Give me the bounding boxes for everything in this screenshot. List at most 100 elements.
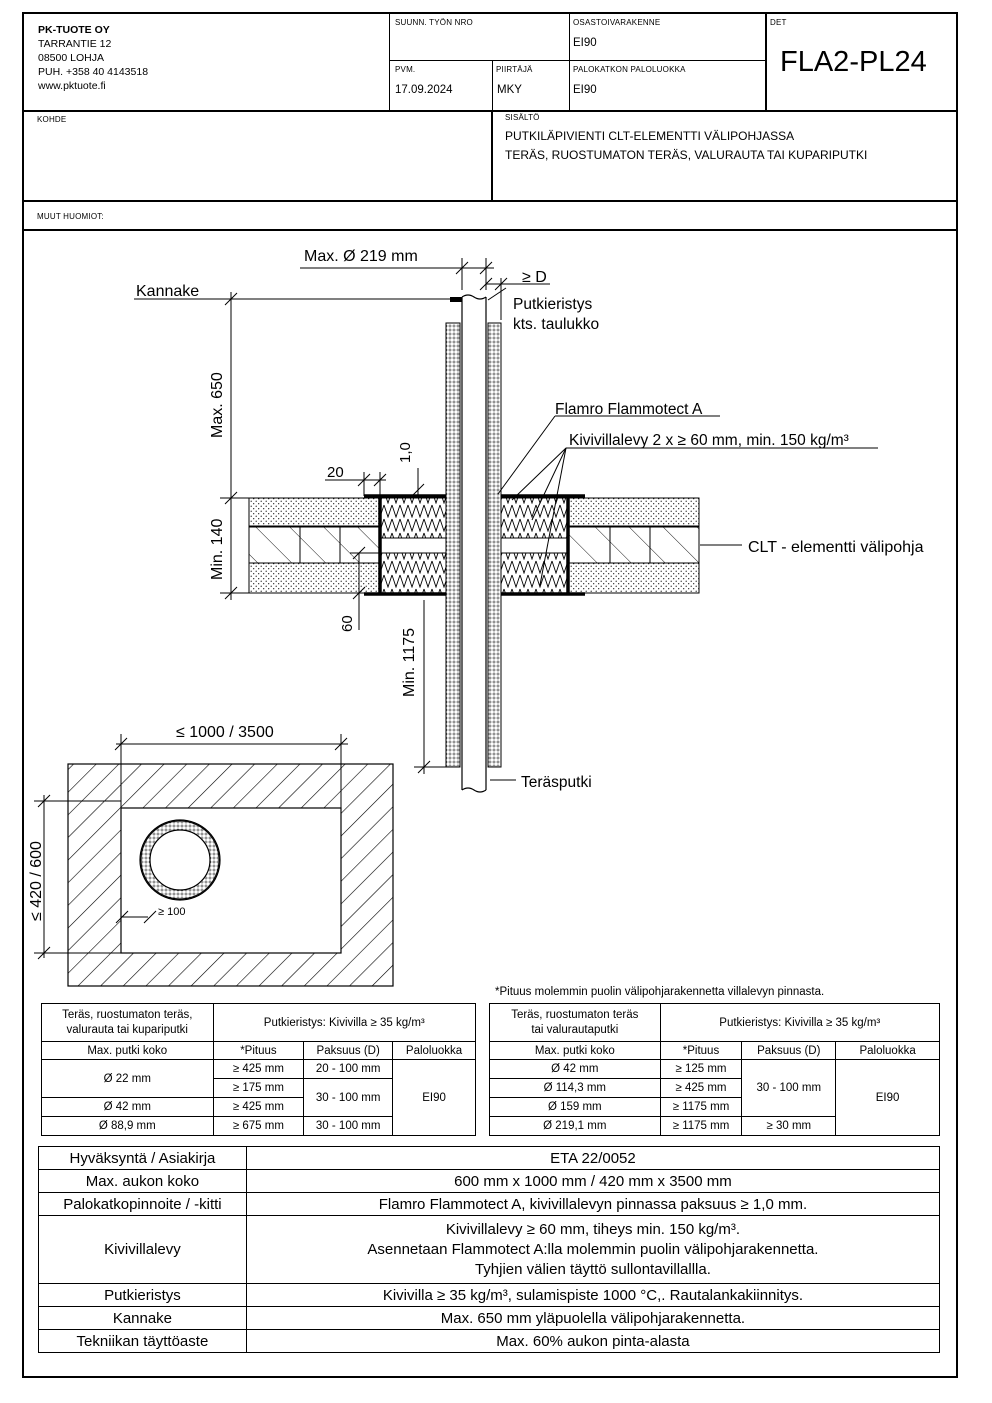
- det-code: FLA2-PL24: [780, 46, 927, 78]
- dim-20-label: 20: [327, 464, 344, 481]
- table-cell: ≥ 125 mm: [659, 1059, 743, 1079]
- col-header: Paksuus (D): [741, 1041, 837, 1060]
- max-650-label: Max. 650: [209, 372, 226, 438]
- table-cell: Ø 22 mm: [41, 1059, 214, 1098]
- mineral-wool-boards: [380, 497, 568, 594]
- spec-value: Max. 650 mm yläpuolella välipohjarakenne…: [245, 1306, 941, 1330]
- hanger-label: Kannake: [136, 283, 199, 300]
- company-address: TARRANTIE 12: [38, 38, 112, 50]
- min-1175-label: Min. 1175: [401, 628, 418, 697]
- spec-table-left: Teräs, ruostumaton teräs, valurauta tai …: [41, 1003, 477, 1136]
- notes-label: MUUT HUOMIOT:: [37, 212, 104, 221]
- steel-pipe-label: Teräsputki: [521, 774, 592, 791]
- col-header: *Pituus: [212, 1041, 305, 1060]
- pipe-insulation: [445, 322, 502, 768]
- spec-label: Putkieristys: [38, 1283, 247, 1307]
- spec-label: Kannake: [38, 1306, 247, 1330]
- header-line: valurauta tai kupariputki: [66, 1023, 188, 1036]
- table-cell: ≥ 425 mm: [212, 1097, 305, 1117]
- spec-label: Tekniikan täyttöaste: [38, 1329, 247, 1353]
- table-cell: ≥ 1175 mm: [659, 1097, 743, 1117]
- table-cell: Ø 114,3 mm: [489, 1078, 661, 1098]
- opening-width-label: ≤ 1000 / 3500: [176, 724, 274, 741]
- drawer-label: PIIRTÄJÄ: [496, 65, 533, 74]
- clt-label: CLT - elementti välipohja: [748, 539, 924, 556]
- company-website: www.pktuote.fi: [38, 80, 106, 92]
- table-header-material: Teräs, ruostumaton teräs tai valurautapu…: [489, 1003, 661, 1042]
- col-header: Max. putki koko: [41, 1041, 214, 1060]
- table-cell: Ø 88,9 mm: [41, 1116, 214, 1136]
- date-label: PVM.: [395, 65, 416, 74]
- opening-plan-view: [67, 763, 394, 987]
- spec-label: Kivivillalevy: [38, 1215, 247, 1284]
- spec-value-line: Kivivillalevy ≥ 60 mm, tiheys min. 150 k…: [445, 1220, 740, 1238]
- spec-value: Max. 60% aukon pinta-alasta: [245, 1329, 941, 1353]
- min-140-label: Min. 140: [209, 519, 226, 580]
- dim-60-label: 60: [339, 615, 356, 632]
- company-block: PK-TUOTE OY TARRANTIE 12 08500 LOHJA PUH…: [38, 23, 148, 93]
- divider: [24, 200, 956, 202]
- divider: [389, 14, 390, 110]
- header-line: Teräs, ruostumaton teräs: [511, 1008, 639, 1021]
- divider: [492, 60, 493, 110]
- table-cell: Ø 219,1 mm: [489, 1116, 661, 1136]
- work-number-label: SUUNN. TYÖN NRO: [395, 18, 473, 27]
- table-header-insulation: Putkieristys: Kivivilla ≥ 35 kg/m³: [659, 1003, 941, 1042]
- table-cell: Ø 42 mm: [41, 1097, 214, 1117]
- department-value: EI90: [573, 37, 597, 49]
- department-label: OSASTOIVARAKENNE: [573, 18, 661, 27]
- product-spec-table: Hyväksyntä / Asiakirja ETA 22/0052 Max. …: [38, 1146, 941, 1353]
- table-header-material: Teräs, ruostumaton teräs, valurauta tai …: [41, 1003, 214, 1042]
- pipe-insulation-label: Putkieristys: [513, 296, 592, 313]
- col-header: *Pituus: [659, 1041, 743, 1060]
- spec-table-right: Teräs, ruostumaton teräs tai valurautapu…: [489, 1003, 941, 1136]
- spec-value: Kivivillalevy ≥ 60 mm, tiheys min. 150 k…: [245, 1215, 941, 1284]
- dimension-lines: [220, 258, 878, 781]
- divider: [491, 110, 493, 200]
- opening-height-label: ≤ 420 / 600: [28, 841, 45, 921]
- table-cell: EI90: [835, 1059, 940, 1136]
- date-value: 17.09.2024: [395, 84, 453, 96]
- drawing-sheet: PK-TUOTE OY TARRANTIE 12 08500 LOHJA PUH…: [22, 12, 958, 1378]
- spec-value: Flamro Flammotect A, kivivillalevyn pinn…: [245, 1192, 941, 1216]
- col-header: Paksuus (D): [303, 1041, 394, 1060]
- drawer-value: MKY: [497, 84, 522, 96]
- table-cell: ≥ 675 mm: [212, 1116, 305, 1136]
- col-header: Paloluokka: [392, 1041, 476, 1060]
- content-line: TERÄS, RUOSTUMATON TERÄS, VALURAUTA TAI …: [505, 148, 868, 162]
- col-header: Max. putki koko: [489, 1041, 661, 1060]
- plan-dimensions: [34, 734, 348, 960]
- table-cell: 20 - 100 mm: [303, 1059, 394, 1079]
- divider: [765, 14, 767, 110]
- content-line: PUTKILÄPIVIENTI CLT-ELEMENTTI VÄLIPOHJAS…: [505, 129, 795, 143]
- fire-class-label: PALOKATKON PALOLUOKKA: [573, 65, 686, 74]
- table-cell: Ø 159 mm: [489, 1097, 661, 1117]
- divider: [24, 229, 956, 231]
- ge-d-label: ≥ D: [522, 269, 547, 286]
- table-cell: 30 - 100 mm: [303, 1116, 394, 1136]
- divider: [24, 110, 956, 112]
- spec-label: Palokatkopinnoite / -kitti: [38, 1192, 247, 1216]
- footnote: *Pituus molemmin puolin välipohjarakenne…: [495, 986, 825, 998]
- det-label: DET: [770, 18, 787, 27]
- table-cell: EI90: [392, 1059, 476, 1136]
- header-line: tai valurautaputki: [531, 1023, 619, 1036]
- company-postcode: 08500 LOHJA: [38, 52, 104, 64]
- col-header: Paloluokka: [835, 1041, 940, 1060]
- spec-value: 600 mm x 1000 mm / 420 mm x 3500 mm: [245, 1169, 941, 1193]
- site-label: KOHDE: [37, 115, 67, 124]
- clt-slab: [248, 497, 700, 594]
- divider: [389, 60, 765, 61]
- table-header-insulation: Putkieristys: Kivivilla ≥ 35 kg/m³: [212, 1003, 477, 1042]
- dim-10-label: 1,0: [397, 442, 414, 463]
- steel-pipe: [461, 294, 487, 793]
- content-label: SISÄLTÖ: [505, 113, 540, 122]
- divider: [569, 14, 570, 110]
- table-cell: Ø 42 mm: [489, 1059, 661, 1079]
- table-cell: 30 - 100 mm: [303, 1078, 394, 1117]
- max-diameter-label: Max. Ø 219 mm: [304, 248, 418, 265]
- company-name: PK-TUOTE OY: [38, 24, 110, 36]
- content-text: PUTKILÄPIVIENTI CLT-ELEMENTTI VÄLIPOHJAS…: [505, 127, 867, 165]
- company-phone: PUH. +358 40 4143518: [38, 66, 149, 78]
- table-cell: ≥ 175 mm: [212, 1078, 305, 1098]
